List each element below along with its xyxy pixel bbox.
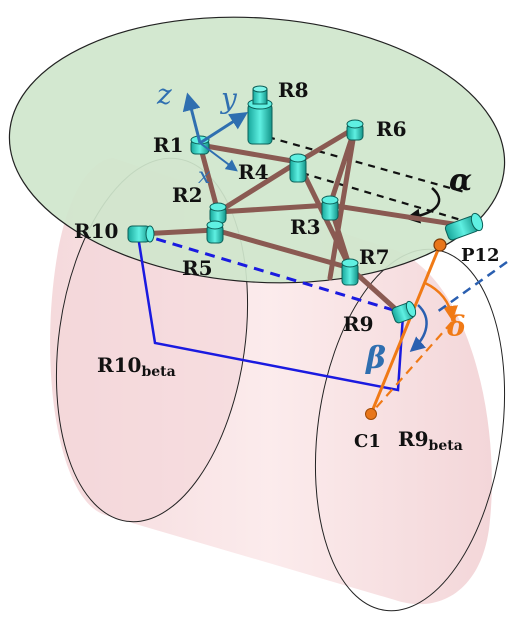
label-r1: R1: [153, 133, 184, 157]
label-p12: P12: [461, 245, 500, 266]
x-axis: [199, 142, 238, 172]
label-r10-beta: R10beta: [97, 353, 176, 380]
label-r5: R5: [182, 256, 213, 280]
orange-leg: [365, 238, 458, 420]
z-axis-label: z: [156, 78, 172, 111]
joint-r10: [127, 225, 155, 243]
joint-r7: [341, 258, 359, 286]
c1-point: [365, 408, 377, 420]
alpha-reference-lines: [267, 135, 469, 224]
joint-r6: [346, 119, 364, 141]
base-plate: [8, 16, 506, 284]
delta-arc: [424, 281, 458, 321]
joint-r2: [209, 202, 227, 224]
label-r9-beta: R9beta: [398, 427, 463, 454]
joint-r5: [206, 220, 224, 244]
joint-r4: [289, 153, 307, 183]
projection-frame: [136, 232, 405, 392]
label-r10: R10: [74, 219, 118, 243]
joint-labels: R8 R1 R6 R4 R2 R3 R10 R5 R7 R9 P12 C1 R1…: [74, 78, 500, 454]
x-axis-label: x: [198, 164, 211, 189]
beta-label: β: [365, 341, 386, 376]
delta-label: δ: [446, 310, 466, 343]
joint-r9: [391, 300, 417, 324]
z-axis: [182, 92, 202, 144]
beta-arc: [409, 304, 428, 352]
projection-dashed-r10-r9: [139, 232, 401, 314]
label-c1: C1: [354, 431, 381, 452]
p12-point: [433, 238, 447, 252]
label-r9: R9: [343, 312, 374, 336]
label-r7: R7: [359, 245, 390, 269]
label-r3: R3: [290, 215, 321, 239]
coordinate-frame: z y x: [156, 78, 249, 189]
label-r8: R8: [278, 78, 309, 102]
joint-p12: [444, 212, 484, 241]
y-axis-label: y: [219, 82, 238, 115]
label-r2: R2: [172, 183, 203, 207]
projection-lines: [136, 235, 405, 392]
alpha-label: α: [449, 163, 472, 198]
joint-r3: [321, 195, 339, 221]
label-r6: R6: [376, 117, 407, 141]
y-axis: [199, 112, 249, 145]
label-r4: R4: [238, 160, 269, 184]
